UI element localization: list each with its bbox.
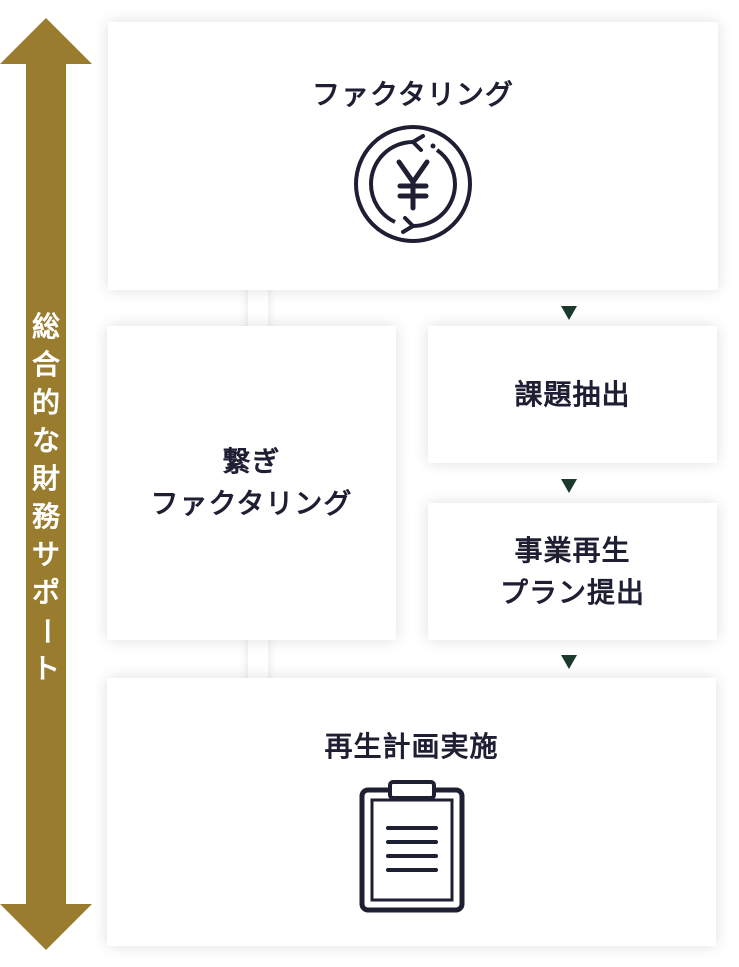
arrow-label-char: 務	[31, 500, 60, 533]
factoring-box: ファクタリング	[108, 22, 718, 290]
arrow-label-char: ー	[29, 616, 63, 646]
tsunagi-line2: ファクタリング	[150, 487, 353, 520]
arrow-label-char: な	[31, 424, 60, 457]
issue-extraction-title: 課題抽出	[514, 377, 631, 411]
comprehensive-support-label: 総合的な財務サポート	[26, 308, 66, 688]
plan-execution-box: 再生計画実施	[107, 678, 716, 946]
clipboard-icon	[359, 780, 464, 913]
flow-arrow-down-icon	[561, 479, 577, 493]
issue-extraction-box: 課題抽出	[428, 326, 717, 463]
revitalization-plan-box: 事業再生 プラン提出	[428, 503, 717, 640]
double-arrow-icon	[0, 18, 92, 950]
arrow-label-char: 財	[31, 462, 60, 495]
arrow-label-char: 総	[31, 310, 60, 343]
plan-line2: プラン提出	[499, 575, 645, 609]
arrow-label-char: 合	[31, 348, 60, 381]
tsunagi-line1: 繋ぎ	[222, 445, 281, 478]
arrow-label-char: ポ	[31, 576, 60, 609]
arrow-label-char: サ	[31, 538, 60, 571]
connector-bottom	[248, 638, 268, 680]
plan-execution-title: 再生計画実施	[324, 730, 499, 763]
factoring-title: ファクタリング	[312, 78, 514, 111]
connector-top	[248, 288, 268, 330]
flow-arrow-down-icon	[561, 655, 577, 669]
arrow-label-char: 的	[31, 386, 60, 419]
flow-arrow-down-icon	[561, 306, 577, 320]
comprehensive-support-arrow: 総合的な財務サポート	[0, 18, 92, 950]
arrow-label-char: ト	[31, 652, 60, 685]
tsunagi-factoring-box: 繋ぎ ファクタリング	[107, 326, 396, 640]
yen-cycle-icon	[354, 125, 472, 243]
plan-line1: 事業再生	[514, 533, 631, 567]
